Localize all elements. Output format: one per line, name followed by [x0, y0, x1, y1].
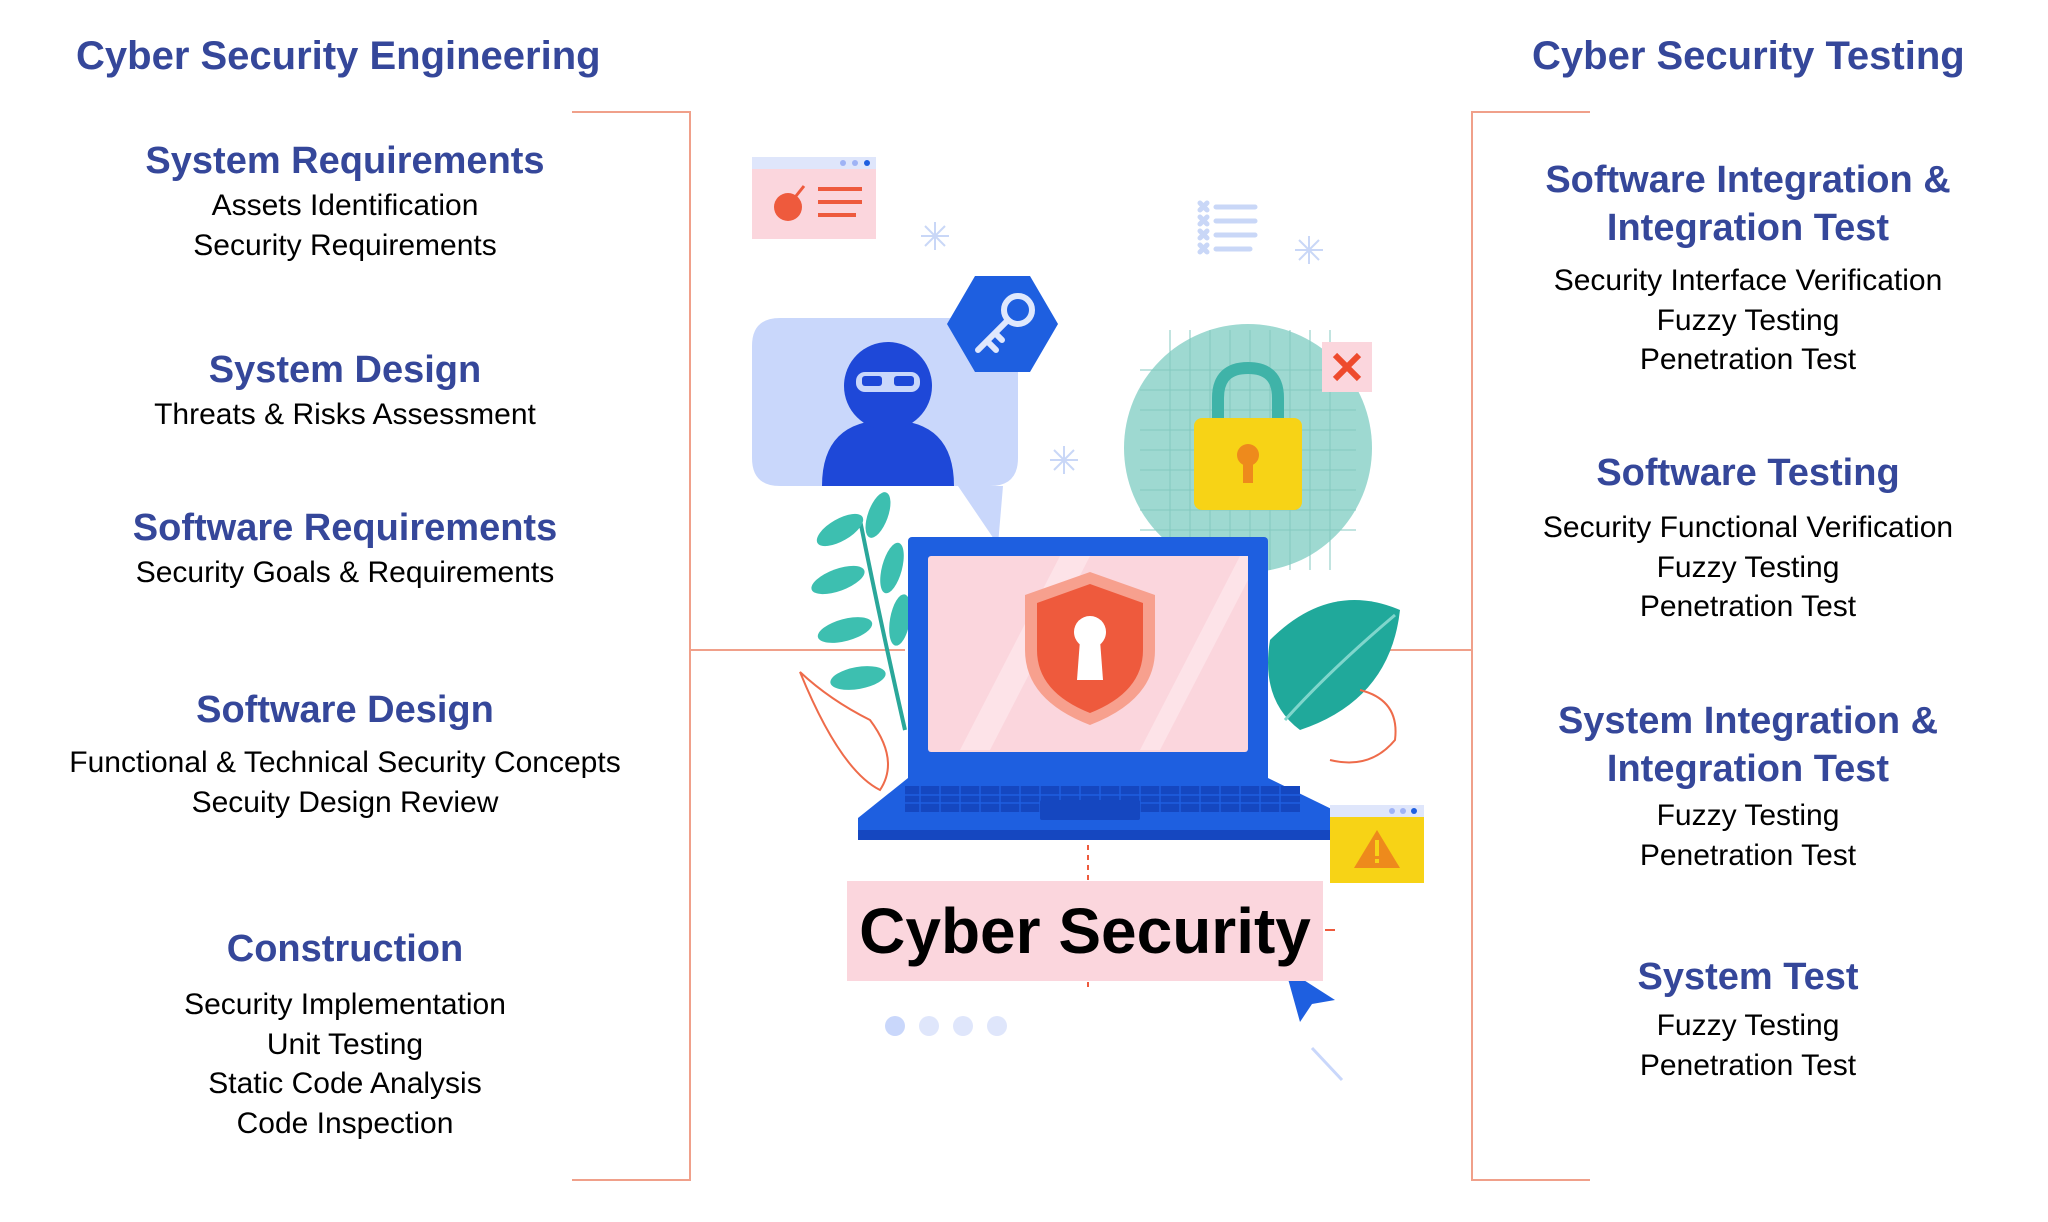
left-bracket: [572, 111, 905, 1181]
left-block-software-design: Software Design Functional & Technical S…: [20, 687, 670, 822]
left-column-title: Cyber Security Engineering: [76, 34, 601, 78]
center-label: Cyber Security: [847, 881, 1323, 981]
block-item: Penetration Test: [1639, 343, 1857, 376]
right-block-system-integration: System Integration & Integration Test Fu…: [1508, 698, 1988, 875]
padlock-icon: [1124, 324, 1372, 572]
block-heading: Software Integration &: [1545, 159, 1951, 201]
block-heading: Integration Test: [1606, 207, 1890, 249]
shield-keyhole-icon: [1025, 572, 1155, 725]
block-item: Security Interface Verification: [1553, 264, 1943, 297]
block-item: Assets Identification: [211, 189, 479, 222]
block-item: Penetration Test: [1639, 838, 1857, 872]
block-item: Code Inspection: [236, 1106, 454, 1140]
block-heading: Software Testing: [1596, 452, 1900, 494]
block-heading: System Design: [208, 349, 482, 391]
block-heading: System Requirements: [145, 140, 545, 182]
leaf-outline-icon: [799, 671, 1397, 792]
left-block-system-design: System Design Threats & Risks Assessment: [20, 347, 670, 435]
block-item: Functional & Technical Security Concepts: [69, 746, 621, 779]
block-heading: Software Requirements: [132, 507, 558, 549]
block-item: Penetration Test: [1639, 1048, 1857, 1082]
block-heading: System Integration &: [1557, 700, 1939, 742]
right-bracket: [1370, 111, 1590, 1181]
right-block-software-testing: Software Testing Security Functional Ver…: [1508, 450, 1988, 627]
block-heading: Integration Test: [1606, 748, 1890, 790]
block-item: Security Requirements: [193, 228, 497, 262]
block-item: Security Implementation: [184, 988, 506, 1021]
block-item: Fuzzy Testing: [1656, 303, 1840, 337]
warning-icon: [1330, 805, 1424, 883]
block-item: Security Goals & Requirements: [135, 556, 555, 589]
block-item: Penetration Test: [1639, 590, 1857, 623]
block-item: Security Functional Verification: [1542, 511, 1954, 544]
left-block-construction: Construction Security Implementation Uni…: [20, 926, 670, 1143]
block-heading: System Test: [1637, 956, 1859, 998]
right-column-title: Cyber Security Testing: [1532, 34, 1965, 78]
checklist-icon: [1197, 200, 1258, 255]
block-item: Threats & Risks Assessment: [154, 398, 536, 431]
block-item: Fuzzy Testing: [1656, 1009, 1840, 1042]
left-block-software-requirements: Software Requirements Security Goals & R…: [20, 505, 670, 593]
right-block-software-integration: Software Integration & Integration Test …: [1508, 157, 1988, 380]
leaf-icon: [811, 492, 1400, 731]
block-item: Fuzzy Testing: [1656, 799, 1840, 832]
right-block-system-test: System Test Fuzzy Testing Penetration Te…: [1508, 954, 1988, 1085]
sparkle-icon: [921, 222, 1323, 474]
cursor-icon: [1285, 968, 1344, 1082]
close-icon: [1322, 342, 1372, 392]
left-block-system-requirements: System Requirements Assets Identificatio…: [20, 138, 670, 265]
block-item: Secuity Design Review: [191, 785, 499, 819]
block-item: Fuzzy Testing: [1656, 550, 1840, 584]
key-icon: [947, 276, 1058, 372]
block-heading: Construction: [226, 928, 464, 970]
bomb-alert-window-icon: [752, 157, 876, 239]
block-item: Static Code Analysis: [208, 1067, 482, 1100]
hacker-icon: [752, 318, 1018, 545]
pagination-dots: [885, 1016, 1007, 1036]
block-heading: Software Design: [196, 689, 494, 731]
block-item: Unit Testing: [266, 1027, 424, 1061]
